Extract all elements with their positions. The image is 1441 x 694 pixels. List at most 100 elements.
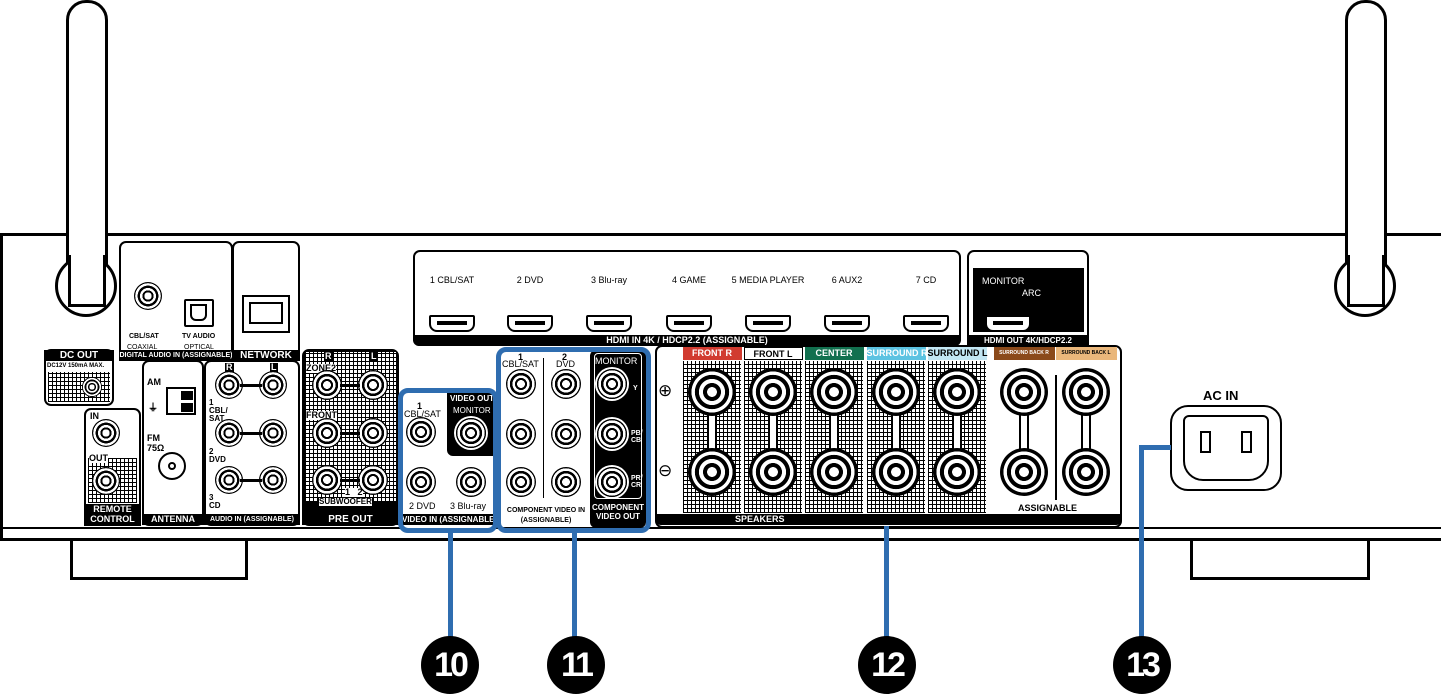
speaker-terminal[interactable] — [1062, 368, 1110, 416]
fm-label: FM — [147, 433, 160, 443]
video-in-callout-frame — [398, 388, 498, 533]
speaker-terminal[interactable] — [688, 368, 736, 416]
hdmi-in-port[interactable] — [586, 315, 632, 332]
speaker-channel-label: FRONT L — [743, 347, 803, 360]
audio-in-jack[interactable] — [215, 419, 243, 447]
speaker-terminal[interactable] — [1000, 448, 1048, 496]
speaker-terminal[interactable] — [933, 368, 981, 416]
speaker-terminal[interactable] — [872, 368, 920, 416]
callout-line-13-v — [1139, 445, 1144, 638]
component-in-jack[interactable] — [506, 369, 536, 399]
component-monitor-label: MONITOR — [595, 356, 638, 366]
hdmi-in-label: 2 DVD — [516, 275, 544, 285]
remote-in-label: IN — [90, 411, 99, 421]
remote-in-jack[interactable] — [92, 419, 120, 447]
jack-link — [240, 432, 262, 435]
audio-in-r-label: R — [225, 362, 234, 372]
hdmi-in-label: 3 Blu-ray — [590, 275, 628, 285]
coaxial-jack[interactable] — [134, 282, 162, 310]
dc-out-jack[interactable] — [82, 377, 102, 397]
hdmi-in-port[interactable] — [666, 315, 712, 332]
speaker-terminal[interactable] — [810, 448, 858, 496]
video-monitor-label: MONITOR — [453, 406, 491, 415]
hdmi-out-title: HDMI OUT 4K/HDCP2.2 — [967, 335, 1089, 346]
speaker-terminal[interactable] — [749, 368, 797, 416]
speaker-terminal[interactable] — [933, 448, 981, 496]
callout-line-11 — [572, 533, 577, 638]
pre-out-jack[interactable] — [358, 418, 388, 448]
pre-out-title: PRE OUT — [302, 514, 399, 525]
component-out-jack[interactable] — [597, 369, 627, 399]
jack-link — [340, 384, 360, 387]
pre-out-jack[interactable] — [358, 370, 388, 400]
callout-13: 13 — [1113, 636, 1171, 694]
optical-jack[interactable] — [184, 299, 214, 327]
ac-inlet[interactable] — [1183, 415, 1269, 481]
component-out-jack[interactable] — [597, 419, 627, 449]
video-in-bluray-jack[interactable] — [456, 467, 486, 497]
video-out-label: VIDEO OUT — [450, 394, 495, 403]
speaker-terminal[interactable] — [1062, 448, 1110, 496]
video-in-3-label: 3 Blu-ray — [450, 501, 487, 511]
hdmi-in-port[interactable] — [903, 315, 949, 332]
audio-in-jack[interactable] — [215, 466, 243, 494]
component-in-subtitle: (ASSIGNABLE) — [502, 515, 590, 526]
plus-icon: ⊕ — [658, 381, 673, 400]
component-in-jack[interactable] — [506, 467, 536, 497]
component-in-jack[interactable] — [506, 419, 536, 449]
left-foot — [70, 540, 248, 580]
component-divider — [543, 358, 544, 498]
hdmi-out-monitor-port[interactable] — [985, 315, 1031, 332]
ac-in-title: AC IN — [1203, 388, 1239, 403]
video-in-2-label: 2 DVD — [409, 501, 436, 511]
left-antenna-hinge — [68, 255, 106, 307]
pre-out-jack[interactable] — [358, 465, 388, 495]
hdmi-in-port[interactable] — [429, 315, 475, 332]
audio-in-3-label: 3 CD — [209, 493, 221, 510]
antenna-title: ANTENNA — [142, 514, 204, 525]
fm-ohm-label: 75Ω — [147, 443, 165, 453]
speaker-terminal[interactable] — [872, 448, 920, 496]
audio-in-jack[interactable] — [259, 419, 287, 447]
audio-in-jack[interactable] — [259, 466, 287, 494]
coaxial-input-label: CBL/SAT — [129, 333, 159, 340]
pre-out-jack[interactable] — [312, 465, 342, 495]
speaker-channel-label: SURROUND BACK L — [1055, 347, 1117, 360]
component-out-title: COMPONENT VIDEO OUT — [592, 503, 644, 521]
hdmi-arc-label: ARC — [1022, 288, 1042, 298]
component-in-jack[interactable] — [551, 419, 581, 449]
video-in-dvd-jack[interactable] — [406, 467, 436, 497]
speaker-terminal[interactable] — [688, 448, 736, 496]
component-pr-label: PR/ CR — [631, 475, 643, 489]
audio-in-jack[interactable] — [215, 371, 243, 399]
video-in-1-num: 1 — [417, 401, 423, 411]
remote-out-label: OUT — [89, 453, 108, 463]
component-in-jack[interactable] — [551, 467, 581, 497]
component-out-jack[interactable] — [597, 467, 627, 497]
speaker-terminal[interactable] — [749, 448, 797, 496]
hdmi-in-port[interactable] — [507, 315, 553, 332]
speaker-terminal[interactable] — [1000, 368, 1048, 416]
right-foot — [1190, 540, 1370, 580]
fm-antenna-jack[interactable] — [158, 452, 186, 480]
am-terminal[interactable] — [166, 387, 196, 415]
hdmi-in-label: 1 CBL/SAT — [429, 275, 475, 285]
callout-12: 12 — [858, 636, 916, 694]
hdmi-in-port[interactable] — [824, 315, 870, 332]
pre-out-jack[interactable] — [312, 370, 342, 400]
audio-in-jack[interactable] — [259, 371, 287, 399]
video-out-monitor-jack[interactable] — [456, 418, 486, 448]
hdmi-in-title: HDMI IN 4K / HDCP2.2 (ASSIGNABLE) — [413, 335, 961, 346]
callout-10: 10 — [421, 636, 479, 694]
digital-audio-title: DIGITAL AUDIO IN (ASSIGNABLE) — [119, 350, 233, 361]
speaker-terminal[interactable] — [810, 368, 858, 416]
pre-out-jack[interactable] — [312, 418, 342, 448]
callout-line-10 — [448, 533, 453, 638]
remote-out-jack[interactable] — [92, 467, 120, 495]
component-pb-label: PB/ CB — [631, 430, 643, 444]
component-out-inner — [594, 353, 642, 499]
ethernet-port[interactable] — [242, 295, 290, 333]
hdmi-in-port[interactable] — [745, 315, 791, 332]
video-in-cbl-sat-jack[interactable] — [406, 417, 436, 447]
component-in-jack[interactable] — [551, 369, 581, 399]
